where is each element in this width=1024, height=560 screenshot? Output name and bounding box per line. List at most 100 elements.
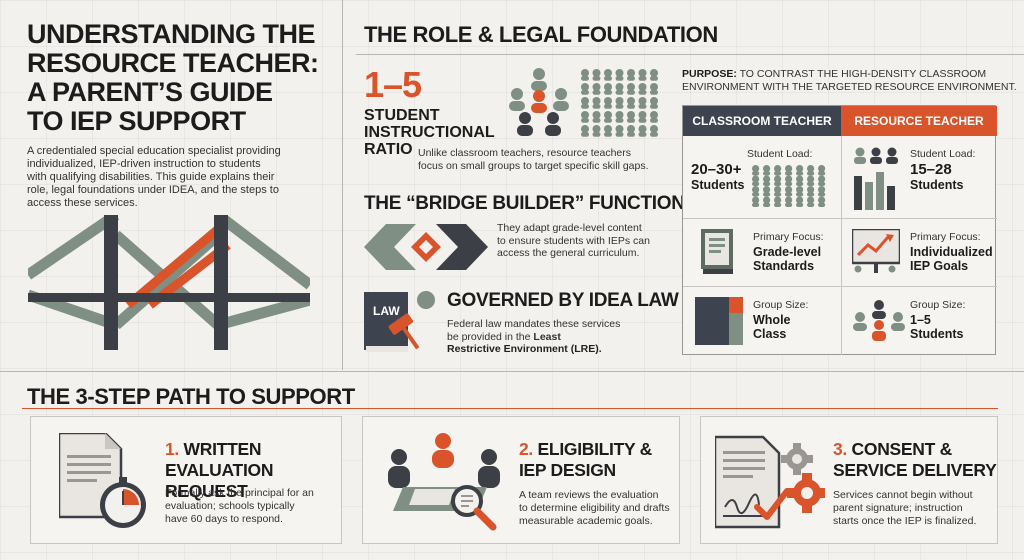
resource-focus-cell: Primary Focus: Individualized IEP Goals (842, 218, 997, 286)
crowd-person-icon (818, 196, 826, 204)
crowd-person-icon (581, 69, 589, 77)
bridge-desc-line: to ensure students with IEPs can (497, 234, 650, 247)
crowd-person-body (615, 104, 624, 109)
classroom-focus-label: Primary Focus: (753, 231, 824, 243)
crowd-person-body (650, 118, 658, 123)
crowd-person-body (627, 118, 635, 123)
crowd-person-icon (627, 125, 635, 133)
small-group-people-icon (853, 300, 905, 341)
crowd-person-body (604, 104, 612, 109)
crowd-person-icon (615, 97, 624, 105)
step-body-line: measurable academic goals. (519, 515, 653, 527)
step-3-title: 3. CONSENT & SERVICE DELIVERY (833, 439, 997, 481)
crowd-person-icon (774, 165, 782, 173)
crowd-person-icon (604, 125, 612, 133)
crowd-person-body (763, 181, 771, 187)
crowd-person-body (785, 192, 793, 197)
crowd-person-body (774, 192, 782, 197)
intro-line: role, legal foundations under IDEA, and … (27, 184, 279, 196)
step-body-line: parent signature; instruction (833, 502, 963, 514)
crowd-person-body (818, 171, 826, 176)
crowd-person-icon (774, 175, 782, 183)
intro-line: access these services. (27, 197, 138, 209)
crowd-person-icon (774, 196, 782, 204)
col-header-classroom: CLASSROOM TEACHER (683, 106, 841, 136)
resource-load-value-line: 15–28 (910, 161, 952, 178)
steps-heading: THE 3-STEP PATH TO SUPPORT (27, 384, 355, 409)
crowd-person-body (774, 171, 782, 176)
resource-load-chart-icon (854, 147, 898, 210)
crowd-person-body (638, 76, 647, 81)
crowd-person-body (807, 181, 815, 187)
step-card-1: 1. WRITTEN EVALUATION REQUEST Formally a… (30, 416, 342, 544)
crowd-person-icon (807, 186, 815, 194)
step-2-body: A team reviews the evaluation to determi… (519, 489, 670, 528)
step-2-title-rest: ELIGIBILITY & (533, 439, 653, 459)
vertical-divider (342, 0, 343, 370)
classroom-group-label: Group Size: (753, 299, 809, 311)
crowd-person-icon (581, 111, 589, 119)
bridge-heading: THE “BRIDGE BUILDER” FUNCTION (364, 193, 685, 214)
crowd-person-body (763, 171, 771, 176)
crowd-person-icon (818, 175, 826, 183)
step-1-body: Formally ask the principal for an evalua… (165, 487, 314, 526)
crowd-person-body (818, 181, 826, 187)
crowd-person-body (638, 132, 647, 137)
crowd-person-icon (615, 111, 624, 119)
crowd-person-icon (638, 97, 647, 105)
crowd-person-body (627, 132, 635, 137)
crowd-person-body (752, 181, 760, 187)
crowd-person-icon (752, 175, 760, 183)
crowd-person-icon (650, 83, 658, 91)
crowd-person-icon (763, 196, 771, 204)
comparison-table: CLASSROOM TEACHER RESOURCE TEACHER Stude… (682, 105, 997, 355)
crowd-person-icon (604, 69, 612, 77)
idea-description: Federal law mandates these services be p… (447, 318, 620, 356)
crowd-person-body (807, 202, 815, 208)
step-body-line: Formally ask the principal for an (165, 487, 314, 499)
crowd-person-body (627, 104, 635, 109)
purpose-label: PURPOSE: (682, 68, 737, 80)
crowd-person-icon (785, 186, 793, 194)
step-body-line: have 60 days to respond. (165, 513, 283, 525)
crowd-person-body (638, 90, 647, 95)
progress-board-icon (852, 229, 900, 273)
crowd-person-icon (627, 83, 635, 91)
step-2-title: 2. ELIGIBILITY & IEP DESIGN (519, 439, 652, 481)
crowd-person-icon (650, 97, 658, 105)
classroom-load-cell: Student Load: 20–30+ Students (683, 136, 841, 218)
classroom-focus-cell: Primary Focus: Grade-level Standards (683, 218, 841, 286)
classroom-group-value: Whole Class (753, 313, 791, 341)
crowd-person-icon (650, 69, 658, 77)
bridge-description: They adapt grade-level content to ensure… (497, 222, 650, 260)
classroom-crowd-icon (752, 165, 826, 208)
team-review-icon (388, 433, 500, 531)
resource-group-label: Group Size: (910, 299, 966, 311)
crowd-person-icon (638, 111, 647, 119)
crowd-person-body (774, 202, 782, 208)
crowd-person-body (796, 192, 804, 197)
ratio-label: STUDENT INSTRUCTIONAL RATIO (364, 107, 495, 158)
classroom-load-label: Student Load: (747, 148, 813, 160)
step-2-number: 2. (519, 439, 533, 459)
crowd-person-body (752, 192, 760, 197)
title-line: TO IEP SUPPORT (27, 106, 246, 136)
crowd-person-icon (638, 83, 647, 91)
crowd-person-icon (592, 83, 601, 91)
crowd-person-icon (807, 196, 815, 204)
step-card-2: 2. ELIGIBILITY & IEP DESIGN A team revie… (362, 416, 680, 544)
crowd-person-icon (592, 125, 601, 133)
step-1-title: 1. WRITTEN EVALUATION REQUEST (165, 439, 341, 502)
step-body-line: evaluation; schools typically (165, 500, 295, 512)
crowd-person-icon (796, 165, 804, 173)
crowd-person-icon (581, 125, 589, 133)
crowd-person-body (763, 202, 771, 208)
small-group-icon (509, 68, 569, 136)
ratio-label-line: INSTRUCTIONAL (364, 124, 495, 141)
crowd-person-icon (785, 196, 793, 204)
resource-focus-label: Primary Focus: (910, 231, 981, 243)
idea-heading: GOVERNED BY IDEA LAW (447, 290, 679, 311)
ratio-desc-line: Unlike classroom teachers, resource teac… (418, 147, 632, 159)
resource-load-label: Student Load: (910, 148, 976, 160)
resource-group-cell: Group Size: 1–5 Students (842, 286, 997, 355)
